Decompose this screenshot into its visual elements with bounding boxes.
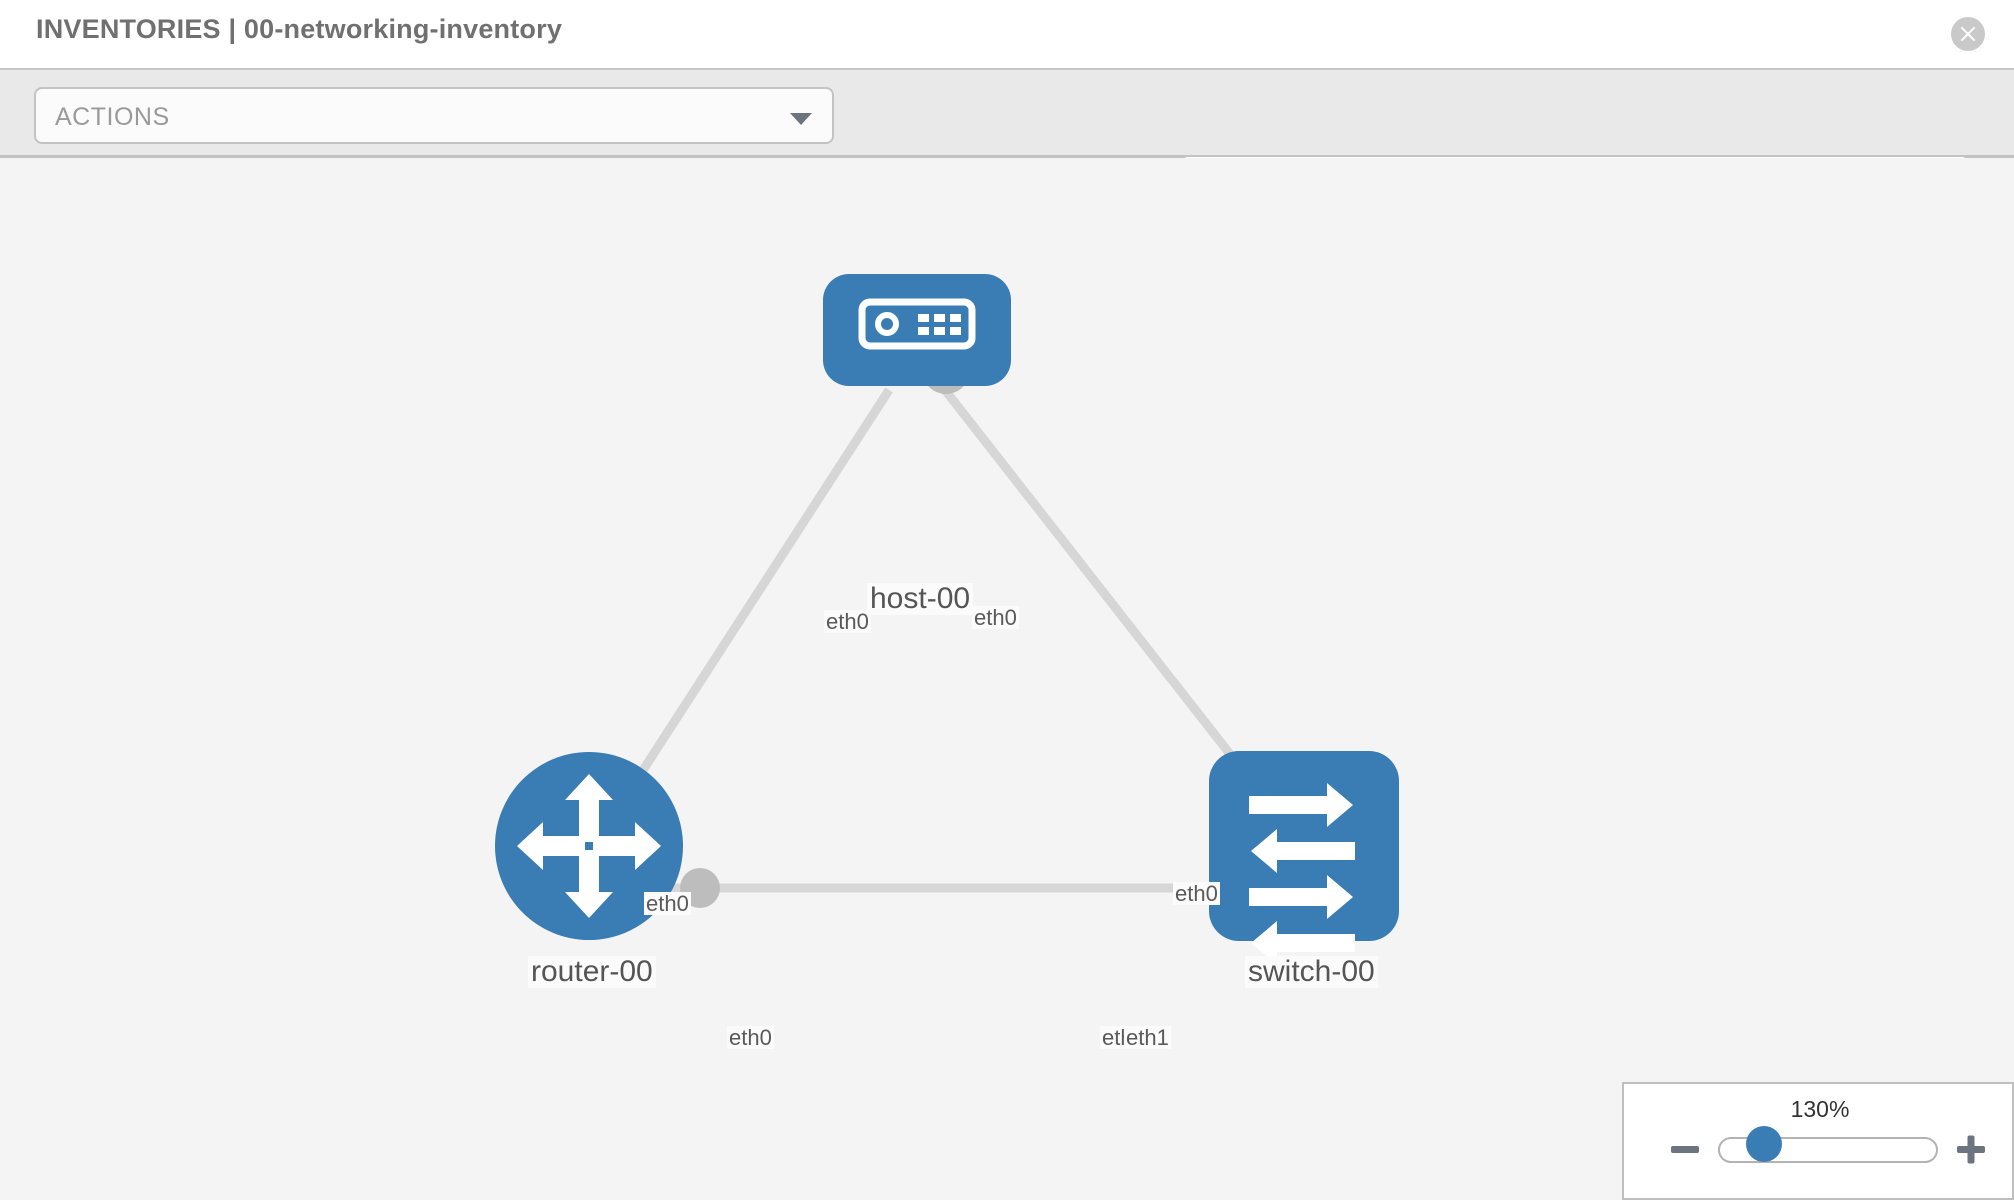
topology-connectors — [680, 346, 1260, 908]
iface-label: eth0 — [644, 891, 691, 916]
iface-label: eth0 — [1173, 881, 1220, 906]
topology-graph — [495, 274, 1399, 965]
node-switch-00[interactable] — [1209, 751, 1399, 965]
node-label-switch-00: switch-00 — [1245, 956, 1378, 988]
chevron-down-icon — [790, 113, 812, 125]
topology-links — [608, 385, 1285, 893]
node-router-00[interactable] — [495, 752, 683, 940]
minus-icon[interactable] — [1668, 1132, 1702, 1166]
node-label-router-00: router-00 — [528, 956, 656, 988]
topology-canvas[interactable]: host-00 router-00 switch-00 eth0 eth0 et… — [0, 158, 2014, 1200]
zoom-level-label: 130% — [1790, 1096, 1850, 1122]
page-header: INVENTORIES | 00-networking-inventory — [0, 0, 2014, 68]
close-icon[interactable] — [1951, 17, 1985, 51]
iface-label: eth1 — [1124, 1025, 1171, 1050]
iface-label: eth0 — [824, 609, 871, 634]
link-host00-router00[interactable] — [608, 387, 893, 821]
iface-label: eth0 — [727, 1025, 774, 1050]
toolbar: ACTIONS SEARCH — [0, 68, 2014, 212]
page-title: INVENTORIES | 00-networking-inventory — [36, 14, 563, 44]
server-icon — [858, 298, 976, 350]
switch-arrows-icon — [1249, 783, 1355, 965]
node-label-host-00: host-00 — [867, 583, 974, 615]
actions-dropdown-label: ACTIONS — [55, 103, 170, 131]
plus-icon[interactable] — [1954, 1132, 1988, 1166]
router-arrows-icon — [517, 774, 661, 918]
zoom-slider-thumb[interactable] — [1746, 1126, 1782, 1162]
zoom-control-panel: 130% — [1622, 1082, 2014, 1200]
node-host-00[interactable] — [823, 274, 1011, 386]
actions-dropdown[interactable]: ACTIONS — [34, 87, 834, 144]
link-host00-switch00[interactable] — [940, 385, 1285, 823]
iface-label: eth0 — [972, 605, 1019, 630]
